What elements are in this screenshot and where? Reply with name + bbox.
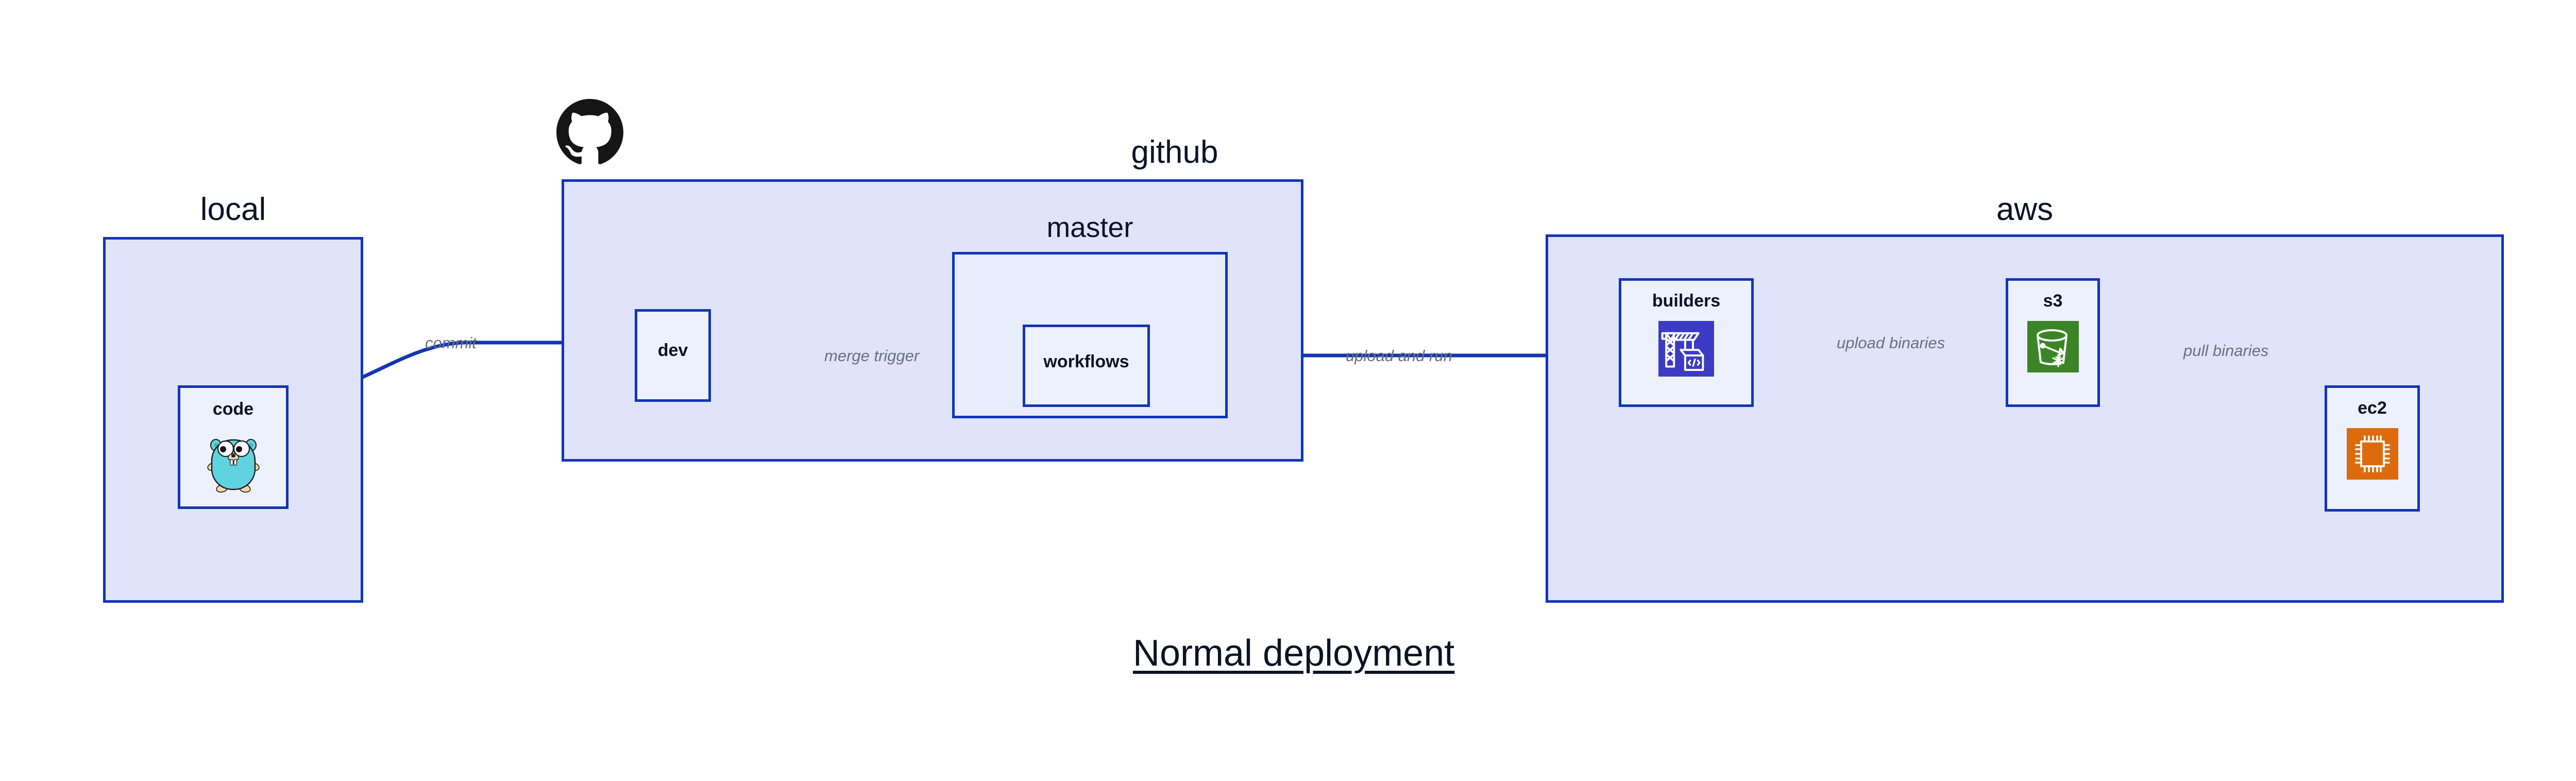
github-octocat-logo: [556, 99, 623, 166]
node-s3-label: s3: [2043, 291, 2063, 311]
node-workflows[interactable]: workflows: [1023, 325, 1150, 407]
node-ec2-label: ec2: [2358, 398, 2387, 418]
edge-label-commit: commit: [425, 334, 477, 352]
edge-label-upload-binaries: upload binaries: [1837, 334, 1945, 352]
edge-label-pull-binaries: pull binaries: [2183, 342, 2269, 360]
edge-label-merge-trigger: merge trigger: [824, 347, 920, 365]
node-code-label: code: [212, 399, 254, 419]
diagram-caption: Normal deployment: [1133, 633, 1455, 674]
node-builders[interactable]: builders: [1619, 278, 1754, 407]
go-gopher-icon: [206, 432, 261, 494]
node-dev[interactable]: dev: [635, 309, 711, 402]
node-builders-label: builders: [1652, 291, 1721, 311]
node-ec2[interactable]: ec2: [2325, 385, 2420, 512]
aws-s3-bucket-icon: [2027, 321, 2079, 372]
group-github-label: github: [1131, 134, 1218, 170]
aws-ec2-chip-icon: [2346, 428, 2398, 480]
node-s3[interactable]: s3: [2006, 278, 2100, 407]
node-workflows-label: workflows: [1043, 352, 1129, 371]
edge-label-upload-and-run: upload and run: [1346, 347, 1452, 365]
node-code[interactable]: code: [178, 385, 289, 509]
subgroup-master-label: master: [1046, 211, 1133, 243]
group-aws-label: aws: [1996, 192, 2054, 227]
node-dev-label: dev: [657, 341, 688, 360]
aws-codebuild-crane-icon: [1658, 321, 1714, 377]
group-local-label: local: [200, 192, 266, 227]
